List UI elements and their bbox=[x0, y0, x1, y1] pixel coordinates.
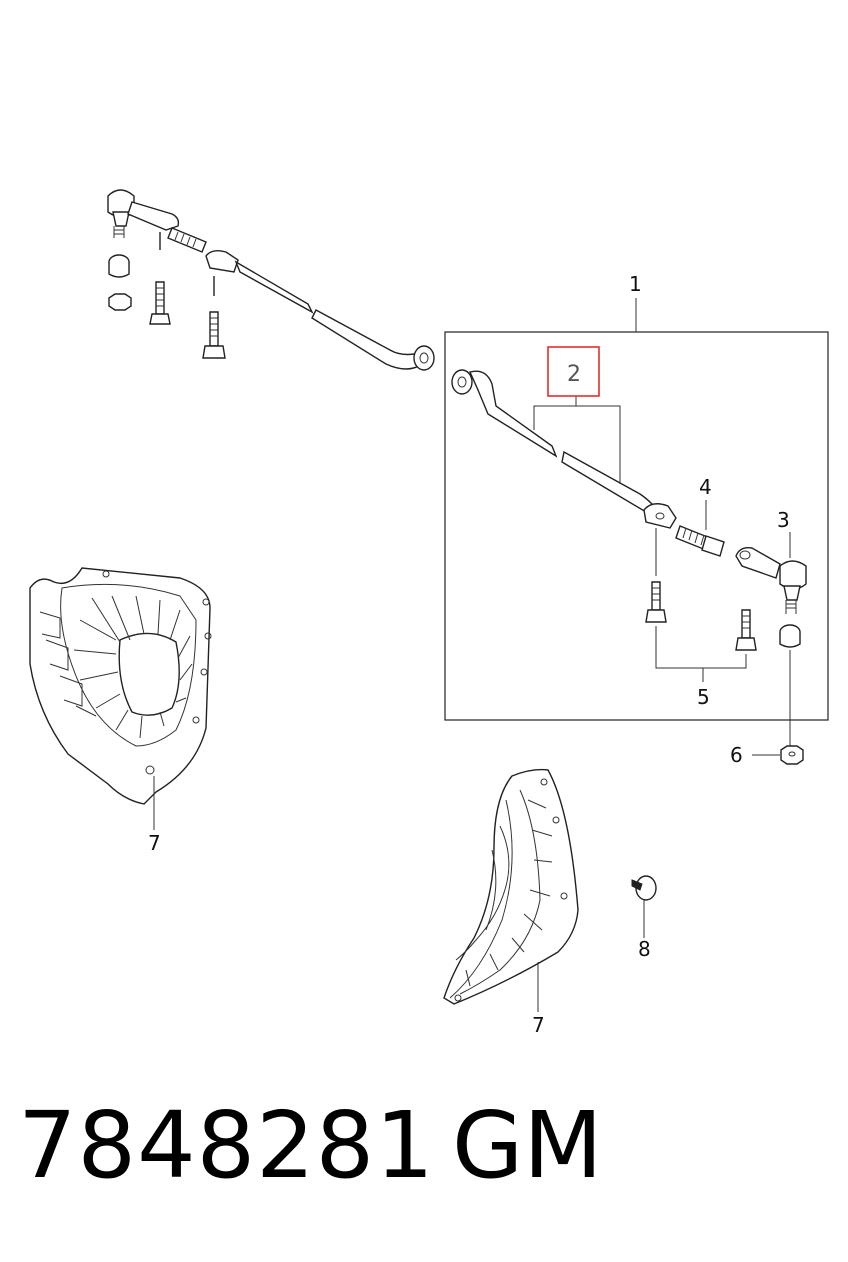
adjuster bbox=[675, 500, 725, 557]
callout-4: 4 bbox=[699, 475, 712, 499]
bolts bbox=[645, 528, 757, 682]
tie-rod bbox=[451, 369, 653, 513]
callout-5: 5 bbox=[697, 685, 710, 709]
right-dust-shield bbox=[443, 768, 579, 1012]
callout-7-right: 7 bbox=[532, 1013, 545, 1037]
callout-7-left: 7 bbox=[148, 831, 161, 855]
nut bbox=[752, 745, 804, 765]
left-dust-shield bbox=[29, 567, 212, 830]
callout-2: 2 bbox=[567, 362, 581, 387]
brand-name: GM bbox=[452, 1092, 603, 1199]
clamp bbox=[643, 503, 677, 529]
clip-screw bbox=[631, 875, 657, 938]
upper-tie-rod-assembly bbox=[107, 189, 435, 371]
callout-6: 6 bbox=[730, 743, 743, 767]
callout-1: 1 bbox=[629, 272, 642, 296]
callout-8: 8 bbox=[638, 937, 651, 961]
highlight-box bbox=[547, 346, 600, 397]
part-number: 7848281 bbox=[18, 1092, 435, 1199]
kit-box bbox=[444, 298, 829, 721]
callout-3: 3 bbox=[777, 508, 790, 532]
tie-rod-end bbox=[735, 532, 807, 746]
